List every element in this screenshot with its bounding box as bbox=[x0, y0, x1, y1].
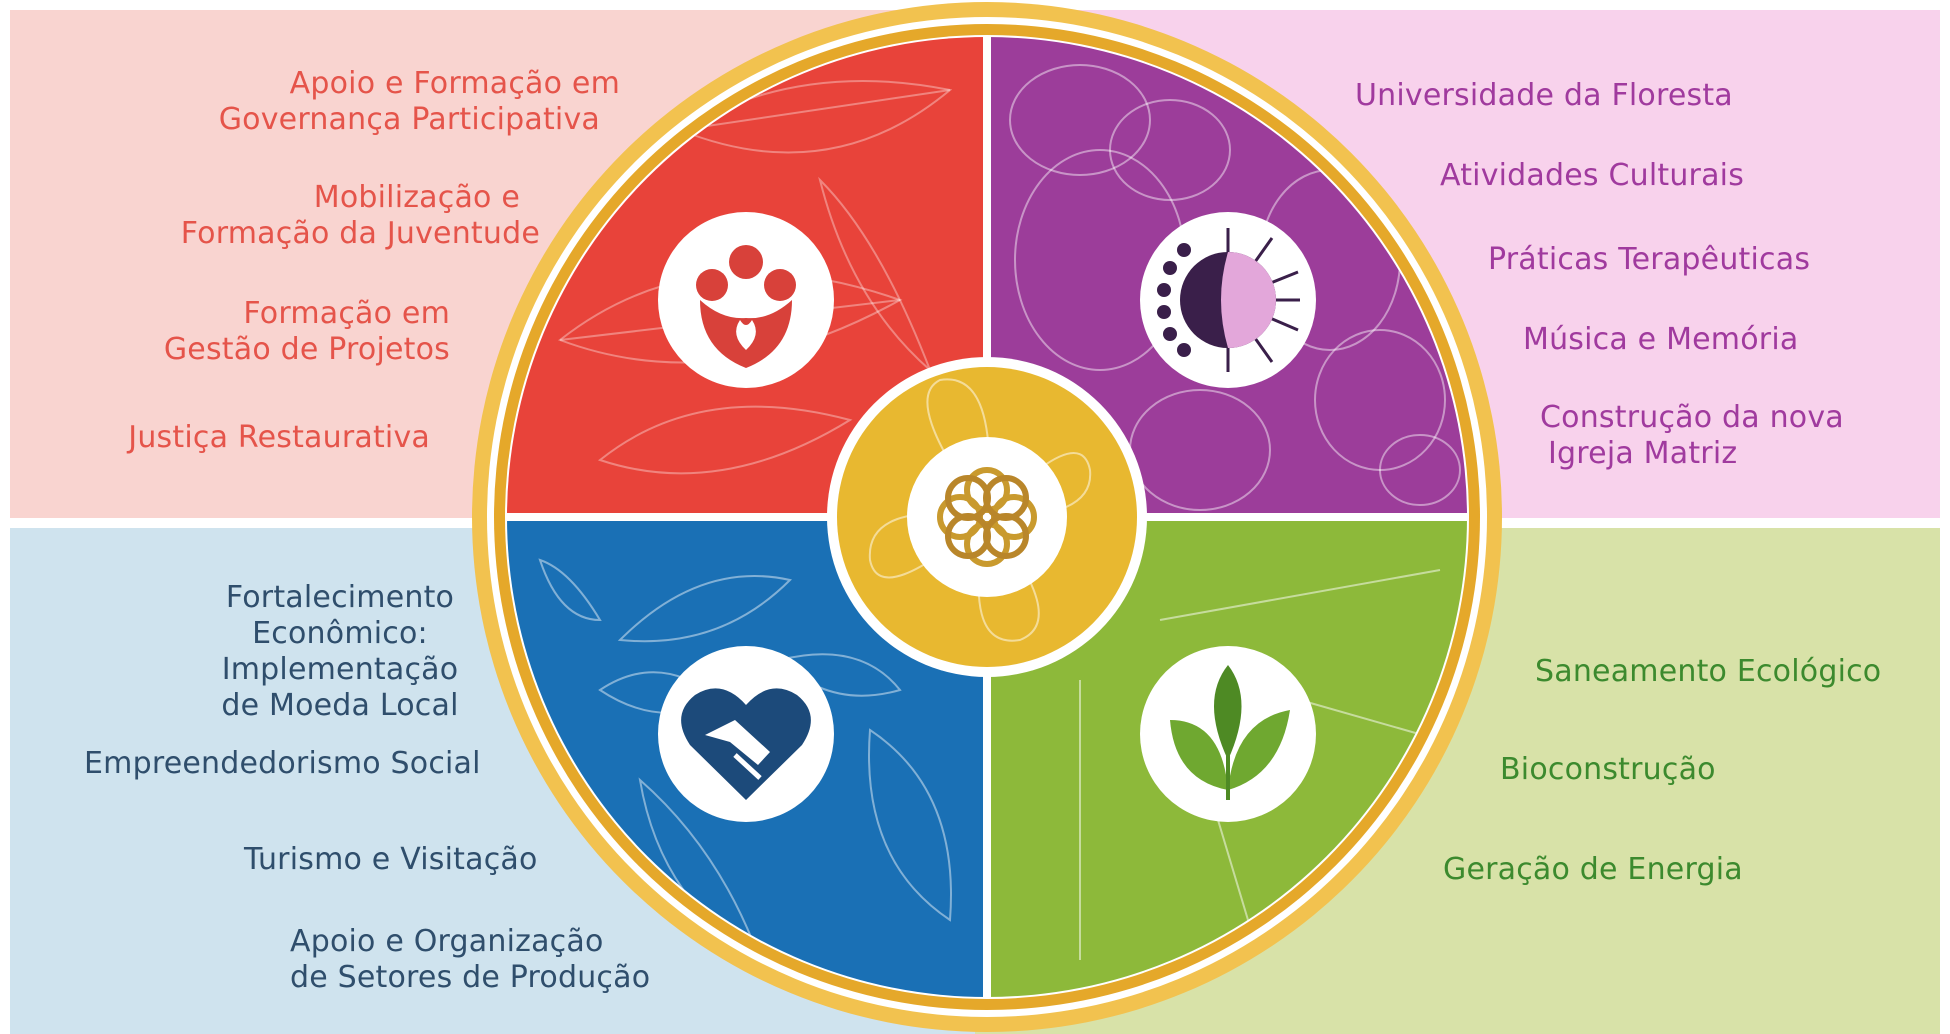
item-atividades-culturais: Atividades Culturais bbox=[1440, 158, 1744, 194]
item-gestao-projetos: Formação em Gestão de Projetos bbox=[164, 296, 450, 368]
mandala-flower-icon bbox=[937, 467, 1037, 567]
item-fortalecimento-economico: Fortalecimento Econômico: Implementação … bbox=[190, 580, 490, 724]
item-atividades-line-1: Atividades Culturais bbox=[1440, 158, 1745, 193]
item-governanca-line-2: Governança Participativa bbox=[218, 102, 600, 137]
item-universidade-line-1: Universidade da Floresta bbox=[1355, 78, 1733, 113]
item-geracao-line-1: Geração de Energia bbox=[1443, 852, 1743, 887]
item-gestao-line-1: Formação em bbox=[243, 296, 450, 331]
leaves-icon bbox=[1170, 665, 1290, 800]
handshake-heart-icon bbox=[681, 688, 811, 800]
item-justica-restaurativa: Justiça Restaurativa bbox=[128, 420, 430, 456]
item-fortalecimento-line-1: Fortalecimento bbox=[225, 580, 455, 615]
item-praticas-terapeuticas: Práticas Terapêuticas bbox=[1488, 242, 1810, 278]
item-turismo: Turismo e Visitação bbox=[244, 842, 538, 878]
item-juventude-line-1: Mobilização e bbox=[313, 180, 520, 215]
item-fortalecimento-line-3: Implementação bbox=[221, 652, 459, 687]
item-setores-line-1: Apoio e Organização bbox=[290, 924, 604, 959]
item-setores-producao: Apoio e Organização de Setores de Produç… bbox=[290, 924, 650, 996]
icon-badge-red bbox=[658, 212, 834, 388]
item-governanca: Apoio e Formação em Governança Participa… bbox=[219, 66, 620, 138]
item-fortalecimento-line-2: Econômico: bbox=[252, 616, 428, 651]
item-saneamento-line-1: Saneamento Ecológico bbox=[1535, 654, 1882, 689]
item-bioconstrucao-line-1: Bioconstrução bbox=[1500, 752, 1716, 787]
item-fortalecimento-line-4: de Moeda Local bbox=[221, 688, 459, 723]
item-bioconstrucao: Bioconstrução bbox=[1500, 752, 1716, 788]
item-geracao-energia: Geração de Energia bbox=[1443, 852, 1743, 888]
item-musica-memoria: Música e Memória bbox=[1523, 322, 1798, 358]
item-saneamento: Saneamento Ecológico bbox=[1535, 654, 1881, 690]
item-igreja-matriz: Construção da nova Igreja Matriz bbox=[1540, 400, 1844, 472]
sun-moon-face-icon bbox=[1157, 228, 1300, 372]
item-empreendedorismo: Empreendedorismo Social bbox=[84, 746, 481, 782]
item-igreja-line-1: Construção da nova bbox=[1540, 400, 1844, 435]
item-justica-line-1: Justiça Restaurativa bbox=[128, 420, 430, 455]
item-governanca-line-1: Apoio e Formação em bbox=[289, 66, 620, 101]
item-juventude: Mobilização e Formação da Juventude bbox=[181, 180, 540, 252]
family-icon bbox=[696, 245, 796, 368]
item-praticas-line-1: Práticas Terapêuticas bbox=[1488, 242, 1811, 277]
item-empreendedorismo-line-1: Empreendedorismo Social bbox=[84, 746, 481, 781]
item-universidade: Universidade da Floresta bbox=[1355, 78, 1733, 114]
item-juventude-line-2: Formação da Juventude bbox=[180, 216, 540, 251]
item-setores-line-2: de Setores de Produção bbox=[290, 960, 651, 995]
item-musica-line-1: Música e Memória bbox=[1523, 322, 1799, 357]
item-turismo-line-1: Turismo e Visitação bbox=[244, 842, 538, 877]
item-gestao-line-2: Gestão de Projetos bbox=[163, 332, 450, 367]
item-igreja-line-2: Igreja Matriz bbox=[1548, 436, 1738, 471]
